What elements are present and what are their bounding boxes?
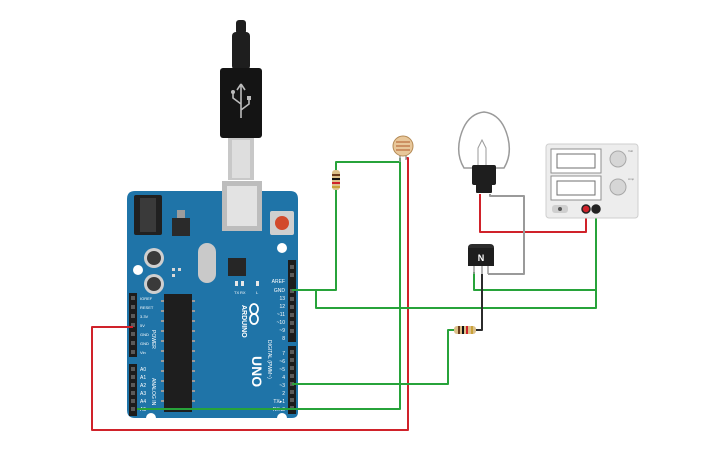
- photoresistor-icon: [392, 135, 414, 162]
- pin-reset: RESET: [140, 305, 154, 310]
- analog-header: [129, 364, 137, 416]
- pin-13: 13: [279, 296, 285, 302]
- wire-gnd-bus-green: [292, 210, 597, 309]
- wire-a0-green: [137, 158, 401, 410]
- light-bulb-icon: [457, 111, 511, 193]
- transistor-label: N: [478, 253, 485, 263]
- led-label-l: L: [256, 290, 259, 295]
- led-label-tx: TX: [234, 290, 239, 295]
- pin-5v: 5V: [140, 323, 145, 328]
- pin-4: 4: [282, 375, 285, 381]
- power-header-label: POWER: [150, 330, 156, 349]
- supply-positive-terminal: [581, 204, 591, 214]
- pin-5: ~5: [279, 367, 285, 373]
- pin-a0: A0: [140, 367, 146, 373]
- pin-3v3: 3.3V: [140, 314, 149, 319]
- wires: [91, 157, 597, 431]
- board-brand: ARDUINO: [240, 305, 247, 338]
- pin-vin: Vin: [140, 350, 146, 355]
- pin-gnd-digital: GND: [274, 288, 286, 294]
- pin-11: ~11: [277, 312, 285, 318]
- pin-a4: A4: [140, 399, 146, 405]
- pin-8: 8: [282, 336, 285, 342]
- digital-header-label: DIGITAL (PWM~): [266, 340, 272, 379]
- wire-resistor-top-green: [335, 161, 400, 172]
- pin-ioref: IOREF: [140, 296, 153, 301]
- wire-resistor-gnd-green: [292, 188, 337, 291]
- wire-pin3-green: [292, 329, 456, 385]
- pin-12: 12: [279, 304, 285, 310]
- pin-a1: A1: [140, 375, 146, 381]
- arduino-uno-board: TX RX L ARDUINO UNO IOREF RESET 3.3V 5V …: [127, 181, 298, 423]
- pin-aref: AREF: [272, 279, 285, 285]
- supply-current-label: Amp: [628, 177, 635, 181]
- power-supply-icon: Volt Amp: [545, 143, 639, 219]
- npn-transistor-icon: N: [468, 244, 494, 274]
- wire-5v-red: [91, 157, 409, 431]
- pin-gnd-2: GND: [140, 341, 149, 346]
- pin-1-tx: TX▸1: [273, 399, 285, 405]
- led-label-rx: RX: [240, 290, 246, 295]
- pin-a2: A2: [140, 383, 146, 389]
- pin-7: 7: [282, 351, 285, 357]
- wire-emitter-green: [473, 272, 596, 291]
- wire-bulb-collector-gray: [488, 194, 525, 275]
- pin-2: 2: [282, 391, 285, 397]
- pin-10: ~10: [277, 320, 286, 326]
- supply-negative-terminal: [591, 204, 601, 214]
- pin-gnd-1: GND: [140, 332, 149, 337]
- pin-6: ~6: [279, 359, 285, 365]
- base-resistor-icon: [454, 326, 476, 334]
- resistor-icon: [332, 170, 340, 190]
- wire-bulb-supply-red: [479, 194, 587, 233]
- digital-header-bottom: [288, 346, 296, 414]
- wire-base-black: [476, 274, 483, 331]
- pin-3: ~3: [279, 383, 285, 389]
- pin-9: ~9: [279, 328, 285, 334]
- analog-header-label: ANALOG IN: [150, 378, 156, 406]
- supply-voltage-label: Volt: [628, 149, 633, 153]
- board-model: UNO: [249, 356, 265, 387]
- pin-a3: A3: [140, 391, 146, 397]
